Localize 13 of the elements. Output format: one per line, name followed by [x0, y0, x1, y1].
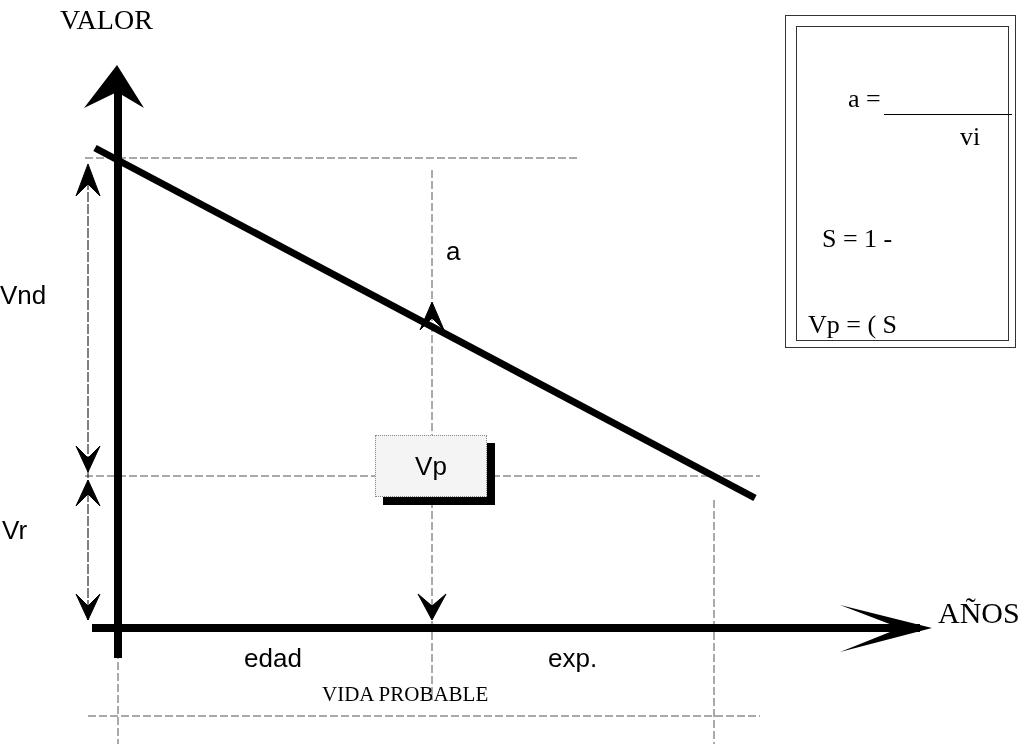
axis-title: VALOR — [60, 6, 153, 34]
formula: Vp = ( S — [808, 312, 898, 338]
variable-label: Vr — [2, 517, 28, 543]
formula: S = 1 - — [822, 226, 893, 252]
formula-denominator: vi — [960, 124, 981, 150]
dimension-label: VIDA PROBABLE — [322, 684, 489, 705]
variable-label: a — [446, 238, 461, 264]
axis-segment-label: edad — [244, 645, 302, 671]
axis-title: AÑOS — [938, 598, 1018, 628]
axis-segment-label: exp. — [548, 645, 598, 671]
variable-label: Vnd — [0, 282, 47, 308]
formula-panel — [785, 15, 1016, 348]
formula: a = — [848, 86, 881, 112]
